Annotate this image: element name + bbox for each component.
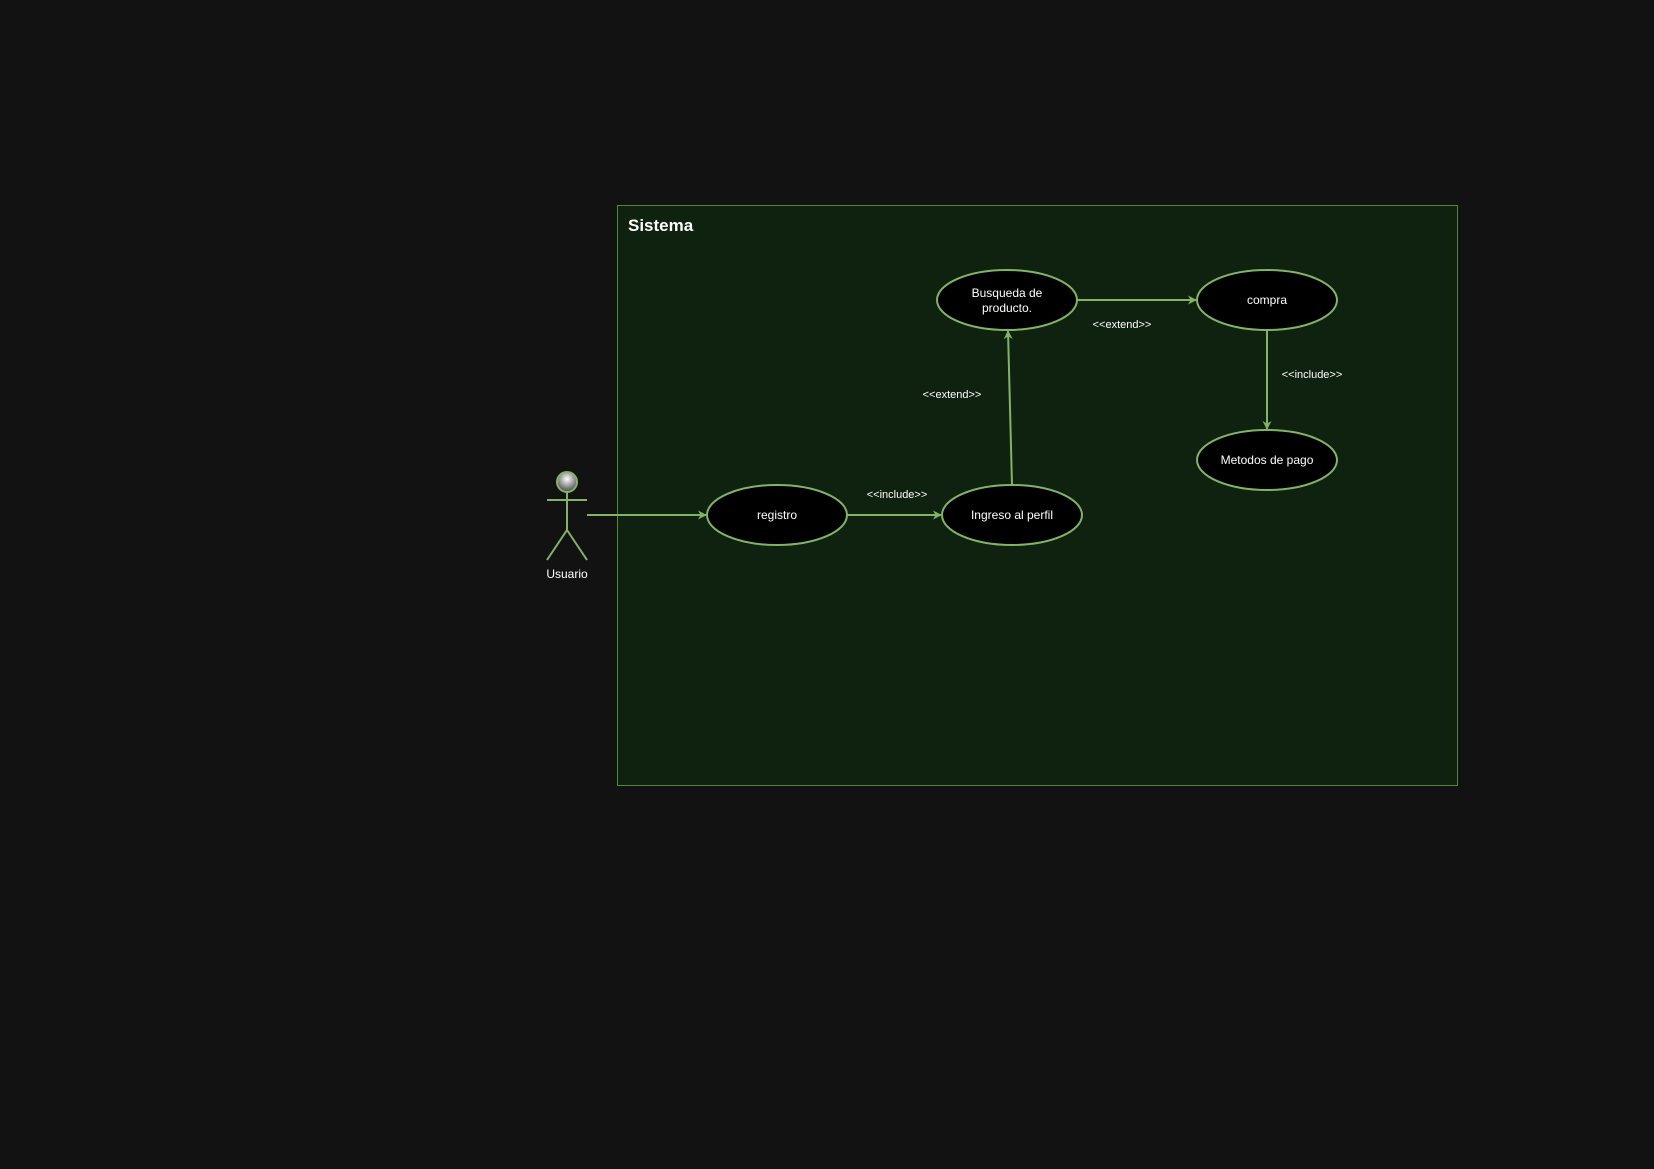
use-case-compra[interactable]: compra: [1196, 269, 1338, 331]
actor-left-leg: [546, 529, 568, 561]
actor-label: Usuario: [546, 567, 588, 581]
use-case-registro-label: registro: [757, 508, 797, 522]
use-case-busqueda-label-line1: Busqueda de: [972, 286, 1043, 300]
use-case-busqueda-de-producto[interactable]: Busqueda de producto.: [936, 269, 1078, 331]
label-include-registro-ingreso: <<include>>: [867, 489, 928, 501]
use-case-compra-label: compra: [1247, 293, 1287, 307]
label-include-compra-metodos: <<include>>: [1282, 369, 1343, 381]
system-title: Sistema: [628, 216, 694, 235]
use-case-metodos-de-pago[interactable]: Metodos de pago: [1196, 429, 1338, 491]
use-case-registro[interactable]: registro: [706, 484, 848, 546]
use-case-ingreso-label: Ingreso al perfil: [971, 508, 1053, 522]
use-case-metodos-label: Metodos de pago: [1221, 453, 1314, 467]
label-extend-busqueda-compra: <<extend>>: [1093, 319, 1152, 331]
actor-right-leg: [566, 529, 588, 561]
label-extend-ingreso-busqueda: <<extend>>: [923, 389, 982, 401]
use-case-busqueda-label-line2: producto.: [982, 301, 1032, 315]
actor-head: [556, 471, 578, 493]
extend-ingreso-busqueda[interactable]: [1003, 330, 1013, 486]
actor-usuario[interactable]: Usuario: [546, 471, 588, 581]
use-case-ingreso-al-perfil[interactable]: Ingreso al perfil: [941, 484, 1083, 546]
